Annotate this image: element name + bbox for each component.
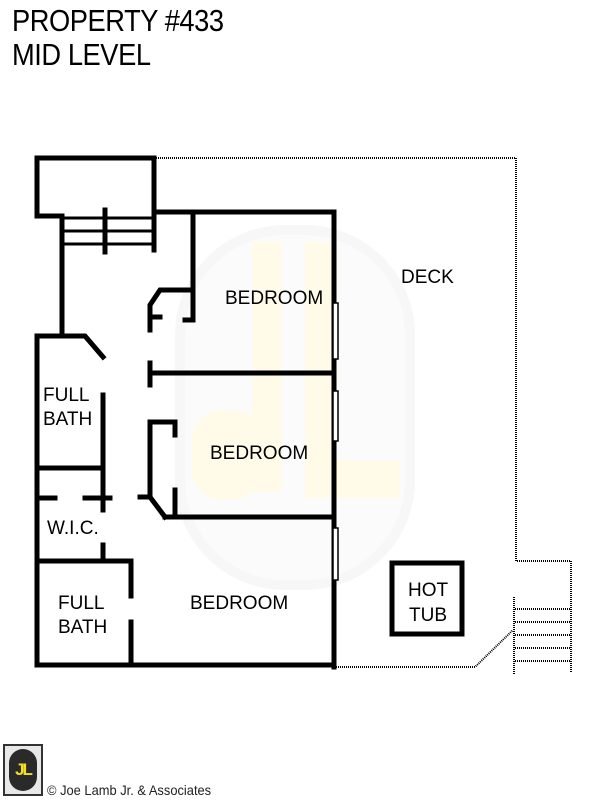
footer: JL © Joe Lamb Jr. & Associates bbox=[3, 744, 243, 798]
label-wic: W.I.C. bbox=[47, 518, 99, 539]
label-hot-tub-line1: HOT bbox=[408, 580, 449, 601]
label-bedroom-3: BEDROOM bbox=[190, 593, 288, 614]
label-hot-tub-line2: TUB bbox=[409, 605, 447, 626]
label-full-bath-1-line1: FULL bbox=[43, 385, 89, 406]
title-property: PROPERTY #433 bbox=[12, 3, 224, 38]
label-full-bath-2-line1: FULL bbox=[58, 593, 104, 614]
label-full-bath-1-line2: BATH bbox=[43, 409, 92, 430]
company-logo: JL bbox=[3, 744, 43, 796]
walls bbox=[34, 155, 465, 670]
label-full-bath-2-line2: BATH bbox=[58, 617, 107, 638]
page-title: PROPERTY #433 MID LEVEL bbox=[12, 4, 224, 72]
title-level: MID LEVEL bbox=[12, 37, 151, 72]
label-bedroom-2: BEDROOM bbox=[210, 443, 308, 464]
label-deck: DECK bbox=[401, 267, 454, 288]
logo-jl-icon: JL bbox=[9, 749, 37, 791]
label-bedroom-1: BEDROOM bbox=[225, 288, 323, 309]
deck-outline bbox=[154, 157, 572, 675]
windows bbox=[332, 302, 339, 581]
copyright-text: © Joe Lamb Jr. & Associates bbox=[47, 782, 212, 798]
watermark-logo bbox=[175, 225, 415, 590]
